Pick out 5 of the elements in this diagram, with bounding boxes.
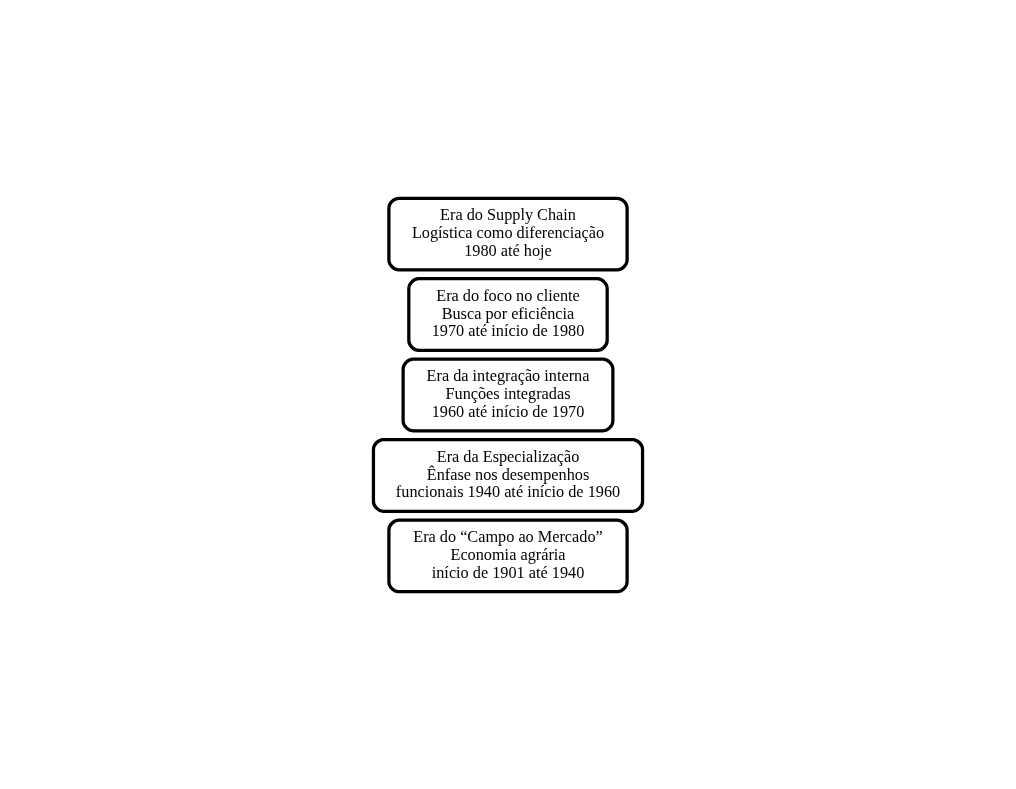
- node-box: Era do Supply Chain Logística como diferenciação 1980 até hoje: [387, 196, 629, 271]
- node-box: Era da integração interna Funções integradas 1960 até início de 1970: [401, 357, 615, 432]
- node-box: Era do “Campo ao Mercado” Economia agrária início de 1901 até 1940: [387, 518, 629, 593]
- node-box: Era do foco no cliente Busca por eficiência 1970 até início de 1980: [407, 276, 609, 352]
- node-box: Era da Especialização Ênfase nos desempenhos funcionais 1940 até início de 1960: [371, 437, 645, 513]
